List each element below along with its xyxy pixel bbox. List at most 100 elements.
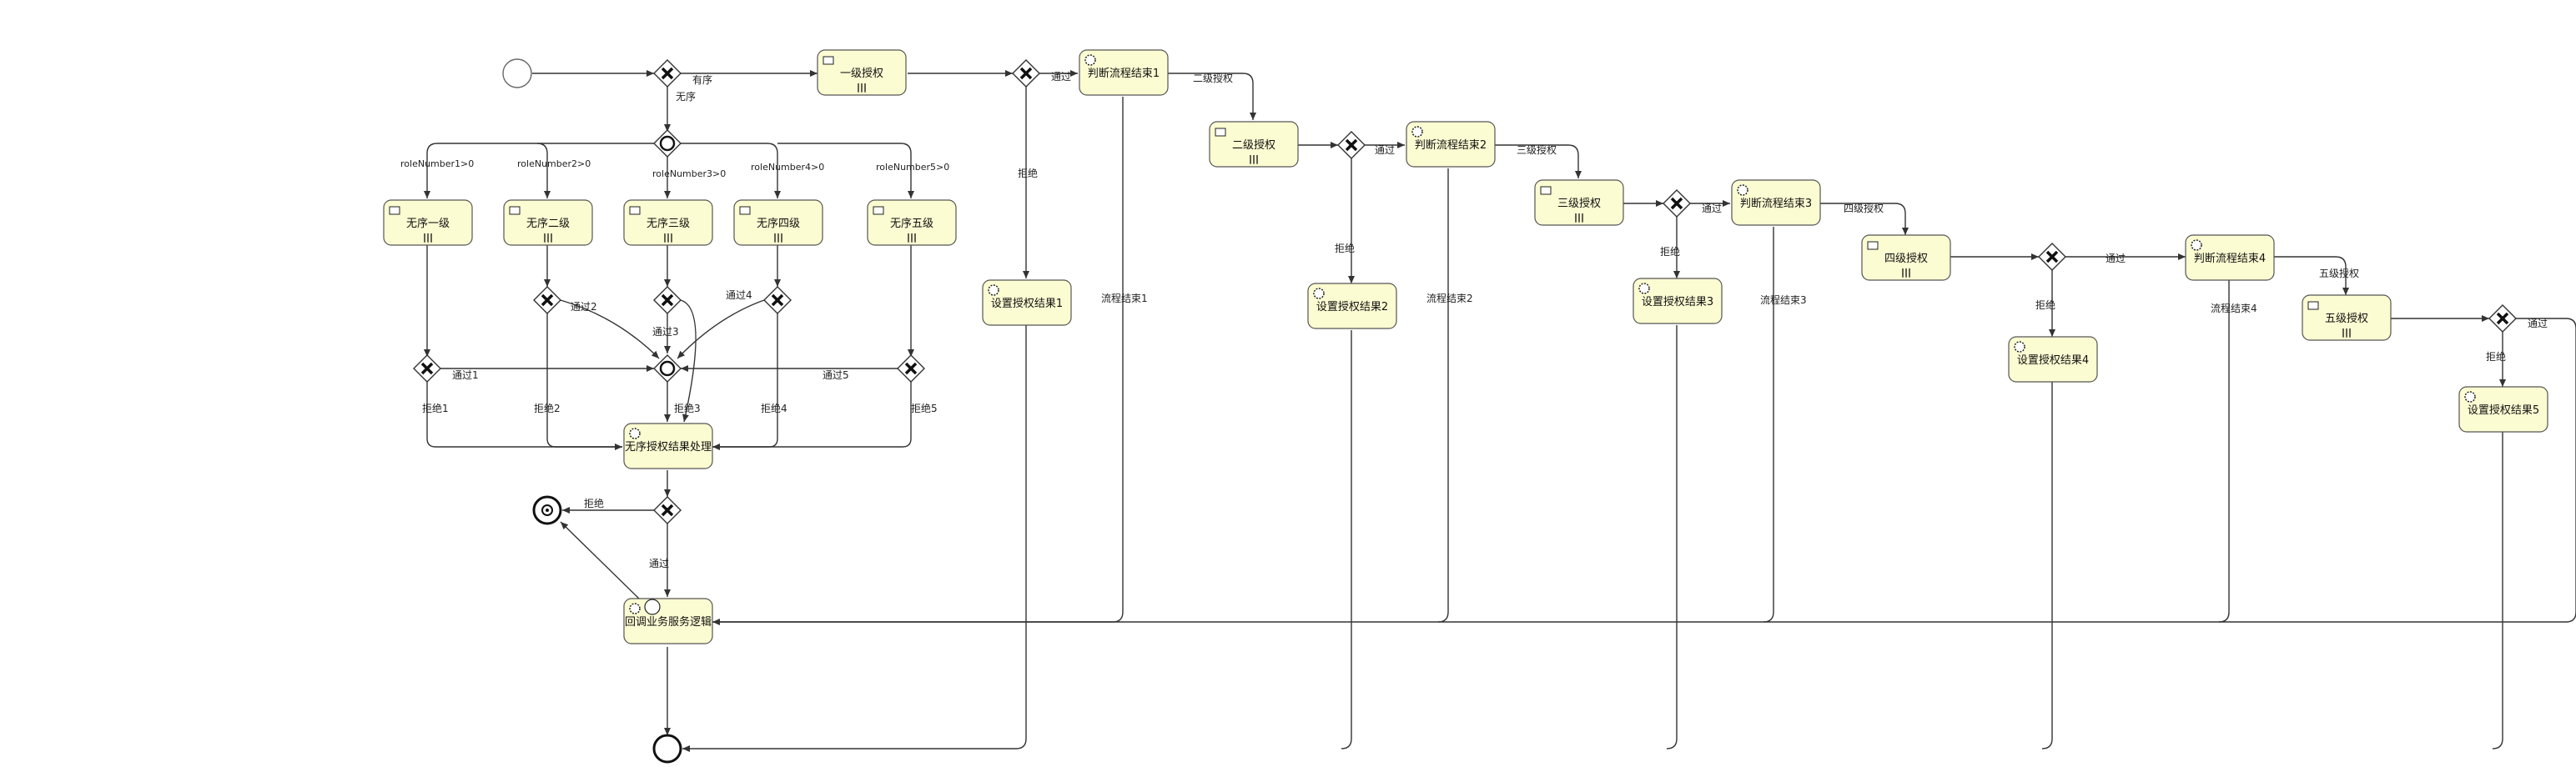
task-label: 设置授权结果1 — [991, 297, 1063, 310]
task-t-u5[interactable]: |||无序五级 — [867, 199, 957, 246]
gw-ordered-unordered-exclusive-gateway[interactable] — [653, 59, 682, 88]
multi-instance-icon: ||| — [857, 82, 867, 93]
task-t-set2[interactable]: 设置授权结果2 — [1307, 283, 1397, 329]
multi-instance-icon: ||| — [2342, 327, 2352, 338]
flow[interactable] — [2492, 432, 2503, 749]
label-role2: roleNumber2>0 — [517, 158, 591, 169]
gw-u4-exclusive-gateway[interactable] — [763, 286, 792, 314]
flow[interactable] — [426, 382, 622, 450]
flow[interactable] — [1819, 203, 1909, 235]
flow[interactable] — [1763, 227, 1774, 623]
start-event[interactable] — [502, 58, 532, 88]
task-label: 设置授权结果3 — [1642, 295, 1713, 308]
task-label: 判断流程结束3 — [1740, 198, 1812, 210]
task-label: 设置授权结果4 — [2017, 353, 2089, 367]
task-t-level1[interactable]: |||一级授权 — [817, 49, 907, 96]
flow[interactable] — [677, 299, 765, 359]
flow[interactable] — [424, 143, 654, 198]
task-label: 四级授权 — [1884, 252, 1928, 265]
task-t-u1[interactable]: |||无序一级 — [383, 199, 473, 246]
user-task-icon — [1215, 128, 1226, 137]
flow[interactable] — [560, 299, 660, 359]
task-label: 设置授权结果5 — [2468, 404, 2539, 417]
label-end4: 流程结束4 — [2211, 302, 2257, 314]
user-task-icon — [1867, 241, 1879, 250]
task-t-set4[interactable]: 设置授权结果4 — [2008, 336, 2098, 383]
task-t-judge4[interactable]: 判断流程结束4 — [2185, 234, 2275, 281]
task-t-level4[interactable]: |||四级授权 — [1861, 234, 1951, 281]
user-task-icon — [739, 206, 751, 215]
parallel-merge-gateway[interactable] — [653, 354, 682, 383]
task-label: 设置授权结果2 — [1316, 300, 1388, 313]
task-t-level5[interactable]: |||五级授权 — [2302, 294, 2392, 341]
flow[interactable] — [2041, 382, 2053, 749]
gw-u5-exclusive-gateway[interactable] — [897, 354, 925, 383]
gw-u1-exclusive-gateway[interactable] — [413, 354, 441, 383]
flow[interactable] — [1168, 73, 1256, 120]
label-pass-gw2: 通过 — [1375, 144, 1395, 156]
task-t-set1[interactable]: 设置授权结果1 — [982, 279, 1072, 326]
label-role1: roleNumber1>0 — [400, 158, 474, 169]
gw-u3-exclusive-gateway[interactable] — [653, 286, 682, 314]
flow[interactable] — [560, 521, 640, 599]
gw-level1-exclusive-gateway[interactable] — [1012, 59, 1040, 88]
flow[interactable] — [712, 318, 2576, 625]
parallel-split-gateway[interactable] — [653, 129, 682, 158]
multi-instance-icon: ||| — [423, 232, 433, 243]
gw-level5-exclusive-gateway[interactable] — [2488, 304, 2517, 333]
flow[interactable] — [546, 313, 622, 448]
flow[interactable] — [1493, 144, 1582, 178]
label-reject1: 拒绝1 — [422, 402, 449, 414]
task-label: 无序授权结果处理 — [625, 440, 712, 454]
flow[interactable] — [712, 313, 778, 448]
end-event[interactable] — [652, 734, 682, 764]
user-task-icon — [2307, 301, 2319, 310]
boundary-error-icon[interactable] — [644, 599, 661, 615]
terminate-end-event[interactable] — [532, 495, 562, 525]
task-t-u2[interactable]: |||无序二级 — [503, 199, 593, 246]
flow[interactable] — [712, 97, 1124, 623]
flow[interactable] — [2274, 256, 2349, 295]
flow[interactable] — [1437, 168, 1449, 623]
flow[interactable] — [2218, 280, 2230, 623]
gw-level3-exclusive-gateway[interactable] — [1663, 189, 1691, 218]
task-t-set3[interactable]: 设置授权结果3 — [1633, 278, 1723, 324]
flow[interactable] — [680, 299, 697, 423]
task-t-u4[interactable]: |||无序四级 — [733, 199, 823, 246]
task-label: 无序四级 — [757, 218, 800, 230]
task-t-level2[interactable]: |||二级授权 — [1209, 121, 1299, 168]
flow[interactable] — [777, 143, 914, 198]
user-task-icon — [629, 206, 641, 215]
task-t-judge3[interactable]: 判断流程结束3 — [1731, 179, 1821, 226]
flow[interactable] — [536, 143, 551, 198]
label-pass4: 通过4 — [726, 289, 752, 301]
multi-instance-icon: ||| — [1574, 212, 1584, 223]
task-t-callback[interactable]: 回调业务服务逻辑 — [623, 598, 713, 644]
label-end1: 流程结束1 — [1101, 292, 1148, 304]
label-reject-final: 拒绝 — [584, 497, 604, 509]
label-end3: 流程结束3 — [1760, 293, 1807, 306]
task-t-judge2[interactable]: 判断流程结束2 — [1406, 121, 1496, 168]
task-t-unordered-result[interactable]: 无序授权结果处理 — [623, 423, 713, 469]
gw-level2-exclusive-gateway[interactable] — [1337, 131, 1366, 159]
task-t-level3[interactable]: |||三级授权 — [1534, 179, 1624, 226]
task-t-u3[interactable]: |||无序三级 — [623, 199, 713, 246]
gw-u2-exclusive-gateway[interactable] — [533, 286, 561, 314]
multi-instance-icon: ||| — [1249, 153, 1259, 164]
flow[interactable] — [712, 382, 912, 450]
flow[interactable] — [1341, 330, 1352, 749]
label-pass5: 通过5 — [823, 369, 849, 381]
flow[interactable] — [682, 325, 1027, 752]
flow[interactable] — [1666, 325, 1678, 749]
label-role5: roleNumber5>0 — [876, 162, 949, 173]
gw-level4-exclusive-gateway[interactable] — [2038, 243, 2066, 271]
gear-icon — [1638, 283, 1650, 294]
x-icon — [904, 362, 918, 375]
edge-labels: 有序 无序 roleNumber1>0 roleNumber2>0 roleNu… — [400, 71, 2548, 569]
label-reject5: 拒绝5 — [911, 402, 938, 414]
flow[interactable] — [681, 143, 781, 198]
gw-final-exclusive-gateway[interactable] — [653, 496, 682, 524]
task-t-judge1[interactable]: 判断流程结束1 — [1079, 49, 1169, 96]
task-t-set5[interactable]: 设置授权结果5 — [2458, 386, 2548, 433]
